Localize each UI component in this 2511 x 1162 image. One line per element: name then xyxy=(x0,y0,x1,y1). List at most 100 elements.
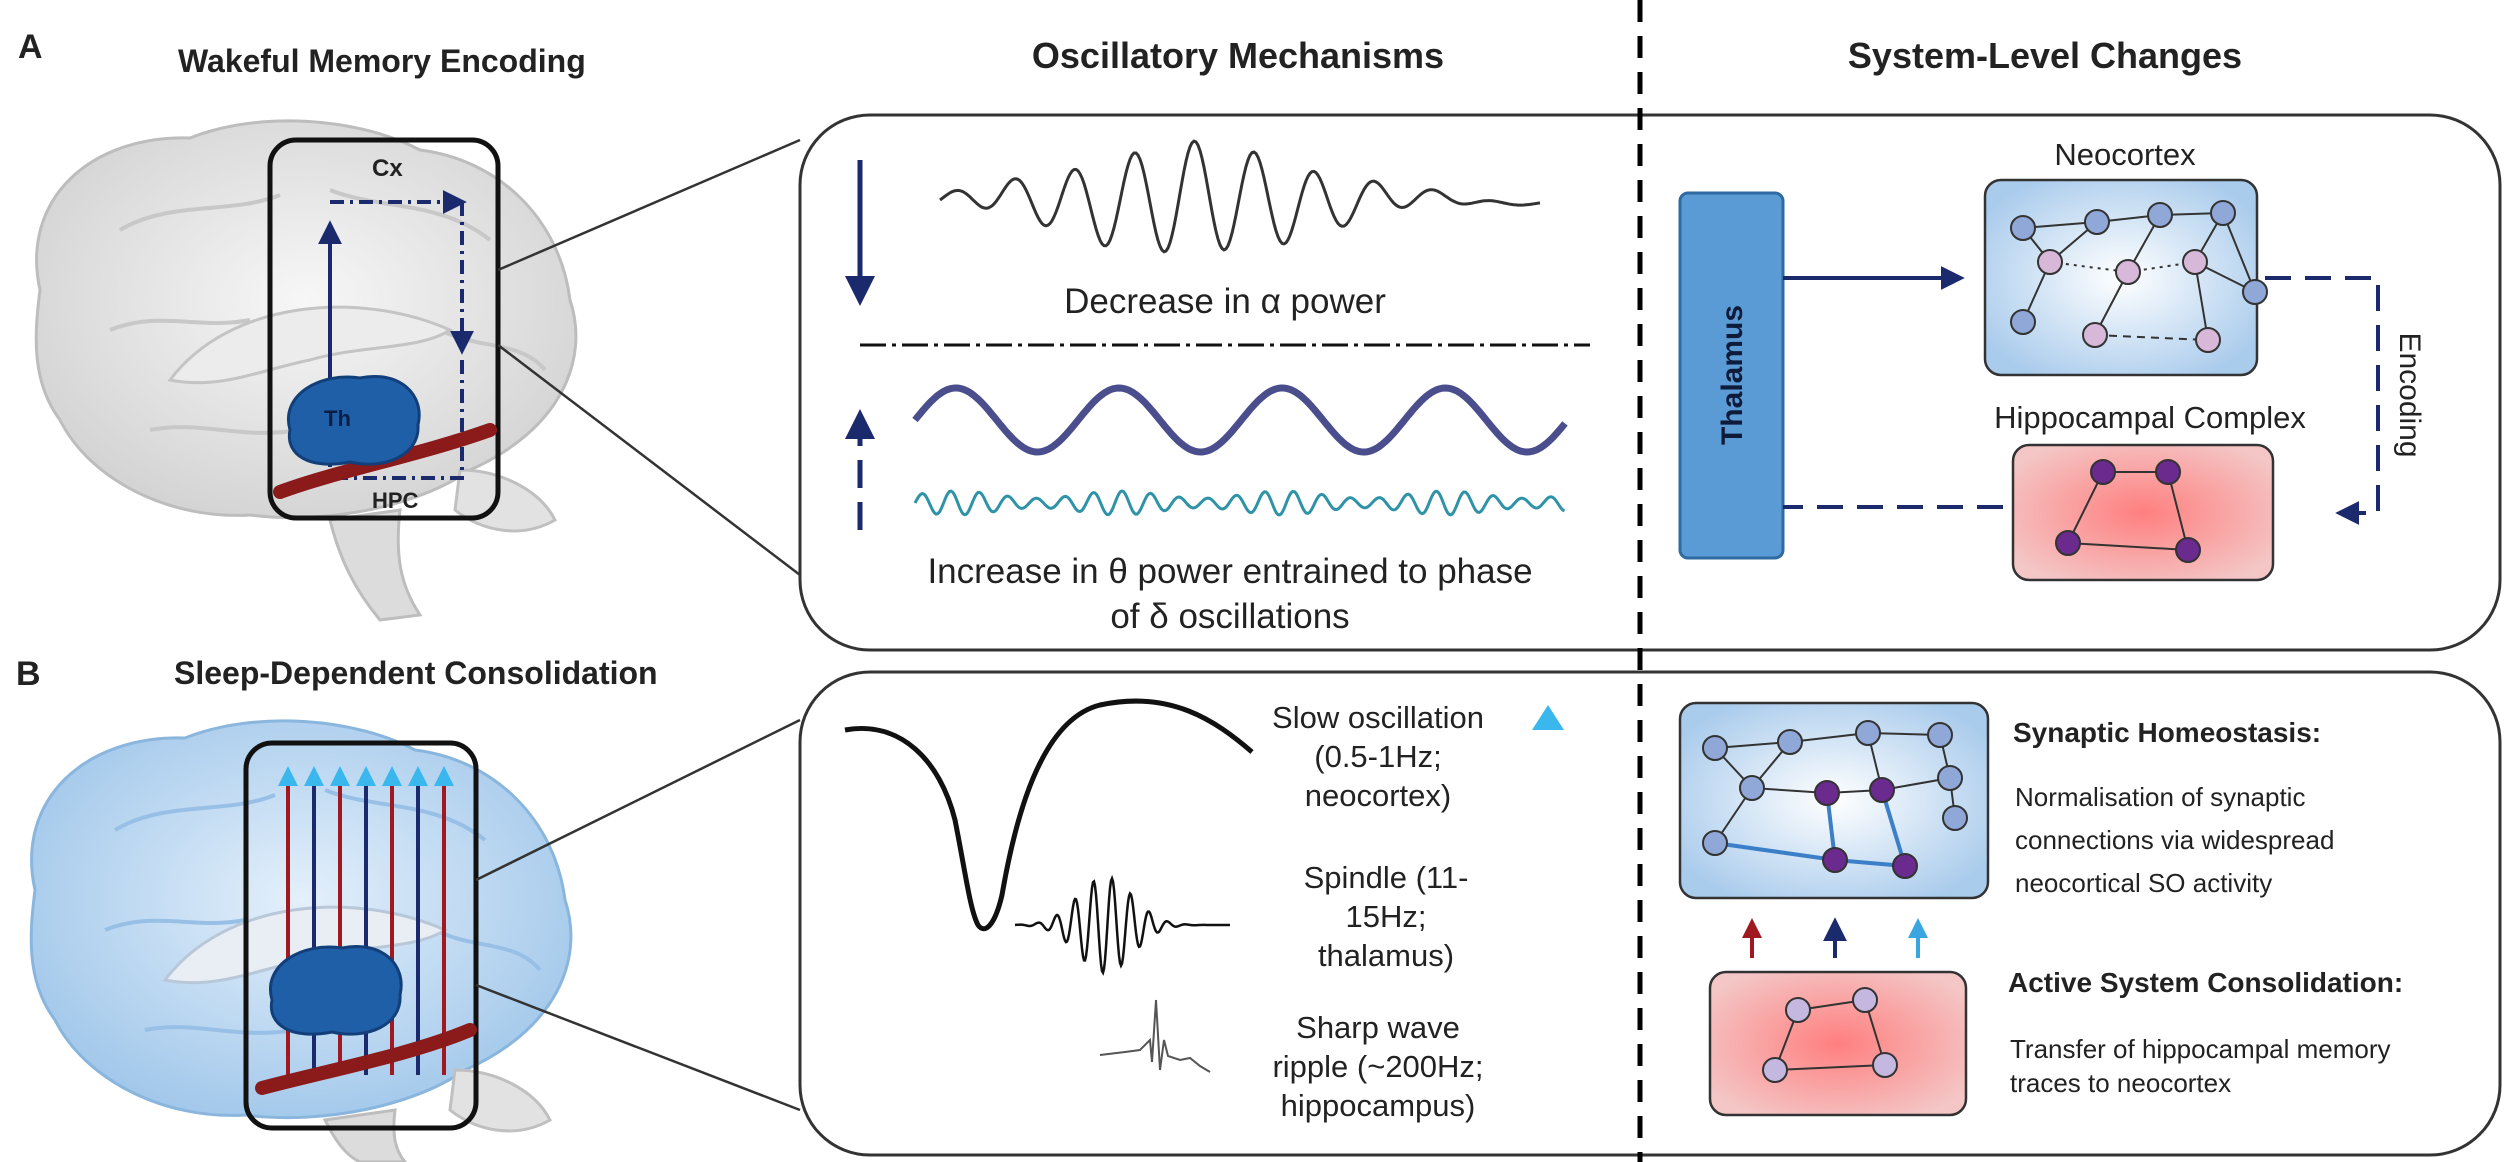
network-node xyxy=(1785,997,1811,1023)
header-system: System-Level Changes xyxy=(1848,35,2242,76)
brain-b-structures xyxy=(255,945,477,1095)
network-edge xyxy=(1789,732,1869,743)
brain-b-inset-frame xyxy=(243,740,479,1131)
swr-label-line2: ripple (~200Hz; xyxy=(1272,1049,1483,1084)
brain-a-inset-frame xyxy=(267,137,501,521)
alpha-wave xyxy=(939,139,1541,254)
network-node xyxy=(2242,279,2268,305)
theta-wave xyxy=(913,489,1566,517)
theta-label-line1: Increase in θ power entrained to phase xyxy=(927,552,1532,591)
network-node xyxy=(1822,847,1848,873)
network-node xyxy=(1702,735,1728,761)
network-edge xyxy=(2049,261,2129,273)
network-node xyxy=(2010,309,2036,335)
consolidation-title: Active System Consolidation: xyxy=(2008,967,2403,998)
network-node xyxy=(1814,780,1840,806)
brain-a-label-hpc: HPC xyxy=(372,488,419,513)
network-node xyxy=(1937,765,1963,791)
panel-b-box xyxy=(798,670,2502,1157)
homeostasis-text-line1: Normalisation of synaptic xyxy=(2015,782,2305,812)
consolidation-text-line1: Transfer of hippocampal memory xyxy=(2010,1034,2391,1064)
network-node xyxy=(1892,853,1918,879)
neocortex-network-a xyxy=(2010,200,2268,353)
network-node xyxy=(2210,200,2236,226)
spindle-label-line2: 15Hz; xyxy=(1346,899,1427,934)
brain-illustration-a xyxy=(34,119,578,622)
hippocampal-network-box-b xyxy=(1708,970,1968,1117)
network-node xyxy=(1927,722,1953,748)
network-node xyxy=(1872,1052,1898,1078)
alpha-label: Decrease in α power xyxy=(1064,282,1386,321)
hippocampal-label: Hippocampal Complex xyxy=(1994,400,2306,435)
network-node xyxy=(2182,249,2208,275)
network-node xyxy=(2010,215,2036,241)
zoom-line xyxy=(475,718,801,882)
panel-a-box xyxy=(798,113,2502,652)
network-node xyxy=(1777,729,1803,755)
network-node xyxy=(2195,327,2221,353)
brain-a-pathway xyxy=(273,190,497,499)
thalamus-label: Thalamus xyxy=(1716,305,1749,445)
hippocampal-network-a xyxy=(2055,459,2201,563)
brain-a-label-th: Th xyxy=(324,406,351,431)
network-node xyxy=(1702,830,1728,856)
panel-b-letter: B xyxy=(16,655,41,693)
zoom-line xyxy=(497,344,801,576)
homeostasis-title: Synaptic Homeostasis: xyxy=(2013,717,2321,748)
network-edge xyxy=(2067,471,2104,544)
zoom-line xyxy=(475,983,801,1112)
network-edge xyxy=(2067,542,2189,551)
swr-label-line1: Sharp wave xyxy=(1296,1010,1460,1045)
network-edge xyxy=(1880,789,1907,867)
encoding-arrow xyxy=(2265,276,2380,525)
so-label-line3: neocortex) xyxy=(1305,778,1451,813)
homeostasis-text-line3: neocortical SO activity xyxy=(2015,868,2272,898)
network-node xyxy=(2082,322,2108,348)
network-edge xyxy=(1774,1064,1886,1071)
network-edge xyxy=(2222,212,2256,293)
network-edge xyxy=(2194,261,2209,341)
network-edge xyxy=(2094,334,2209,341)
homeostasis-text-line2: connections via widespread xyxy=(2015,825,2334,855)
network-node xyxy=(2147,202,2173,228)
consolidation-text-line2: traces to neocortex xyxy=(2010,1068,2231,1098)
network-node xyxy=(2090,459,2116,485)
network-node xyxy=(1762,1057,1788,1083)
swr-label-line3: hippocampus) xyxy=(1281,1088,1476,1123)
hippocampal-network-box xyxy=(2011,443,2275,582)
header-oscillatory: Oscillatory Mechanisms xyxy=(1032,35,1444,76)
brain-a-label-cx: Cx xyxy=(372,155,403,182)
network-edge xyxy=(1714,841,1836,862)
neocortex-network-b xyxy=(1702,720,1968,879)
network-node xyxy=(2037,249,2063,275)
network-edge xyxy=(2167,471,2189,551)
ripple-wave xyxy=(1099,999,1211,1073)
neocortex-label: Neocortex xyxy=(2054,137,2196,172)
slow-oscillation-wave xyxy=(844,698,1254,932)
hippocampal-network-b xyxy=(1762,987,1898,1083)
spindle-label-line1: Spindle (11- xyxy=(1304,860,1469,895)
brain-illustration-b xyxy=(29,719,573,1162)
spindle-label-line3: thalamus) xyxy=(1318,938,1454,973)
zoom-line xyxy=(497,138,801,272)
network-node xyxy=(2055,530,2081,556)
so-label-line2: (0.5-1Hz; xyxy=(1314,739,1441,774)
spindle-wave xyxy=(1014,874,1230,976)
network-node xyxy=(1942,805,1968,831)
network-node xyxy=(2084,209,2110,235)
delta-wave xyxy=(912,384,1568,456)
network-node xyxy=(2175,537,2201,563)
network-node xyxy=(1852,987,1878,1013)
frequency-gradient-arrowhead xyxy=(1532,705,1564,730)
so-label-line1: Slow oscillation xyxy=(1272,700,1484,735)
panel-a-brain-title: Wakeful Memory Encoding xyxy=(178,43,586,79)
network-node xyxy=(1869,777,1895,803)
panel-a-letter: A xyxy=(18,28,43,66)
network-node xyxy=(2155,459,2181,485)
network-node xyxy=(1855,720,1881,746)
thalamus-box xyxy=(1678,191,1785,560)
panel-b-brain-title: Sleep-Dependent Consolidation xyxy=(174,655,658,691)
network-node xyxy=(2115,259,2141,285)
encoding-label: Encoding xyxy=(2393,332,2426,457)
